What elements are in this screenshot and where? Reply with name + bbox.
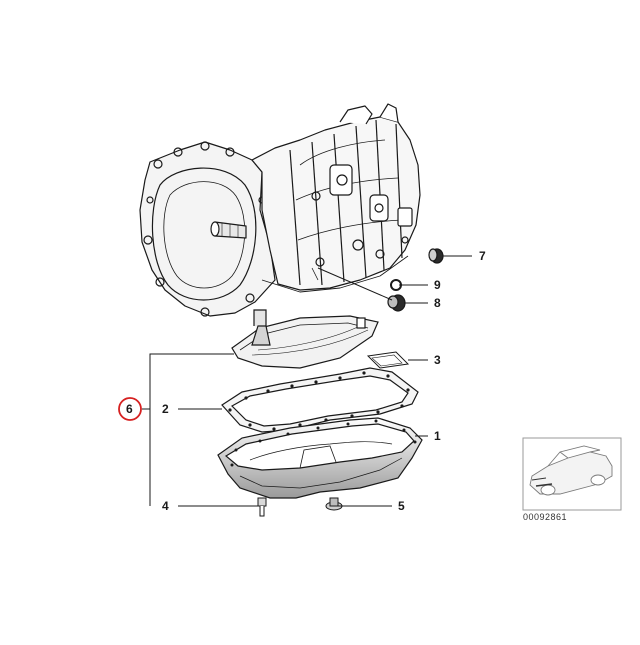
callout-7: 7 — [479, 249, 486, 263]
reference-number: 00092861 — [523, 512, 567, 522]
oil-filter-part — [231, 309, 379, 369]
callout-6: 6 — [126, 402, 133, 416]
gasket-part-3 — [366, 351, 410, 369]
highlight-circle — [118, 397, 142, 421]
oil-pan-part-1 — [217, 417, 423, 499]
leader-lines — [142, 255, 472, 507]
callout-8: 8 — [434, 296, 441, 310]
callout-3: 3 — [434, 353, 441, 367]
callout-2: 2 — [162, 402, 169, 416]
plug-part-7 — [428, 248, 444, 264]
vehicle-thumbnail — [522, 437, 622, 511]
car-icon — [529, 445, 613, 496]
callout-4: 4 — [162, 499, 169, 513]
plug-part-8 — [387, 294, 406, 312]
callout-5: 5 — [398, 499, 405, 513]
gasket-part-2 — [221, 367, 419, 433]
screw-part-4 — [257, 497, 267, 517]
callout-9: 9 — [434, 278, 441, 292]
callout-labels: 1 2 3 4 5 7 8 9 — [162, 249, 486, 513]
callout-6-highlight[interactable]: 6 — [118, 397, 142, 421]
transmission-drawing — [139, 103, 421, 317]
drain-plug-part-5 — [325, 497, 343, 511]
callout-1: 1 — [434, 429, 441, 443]
